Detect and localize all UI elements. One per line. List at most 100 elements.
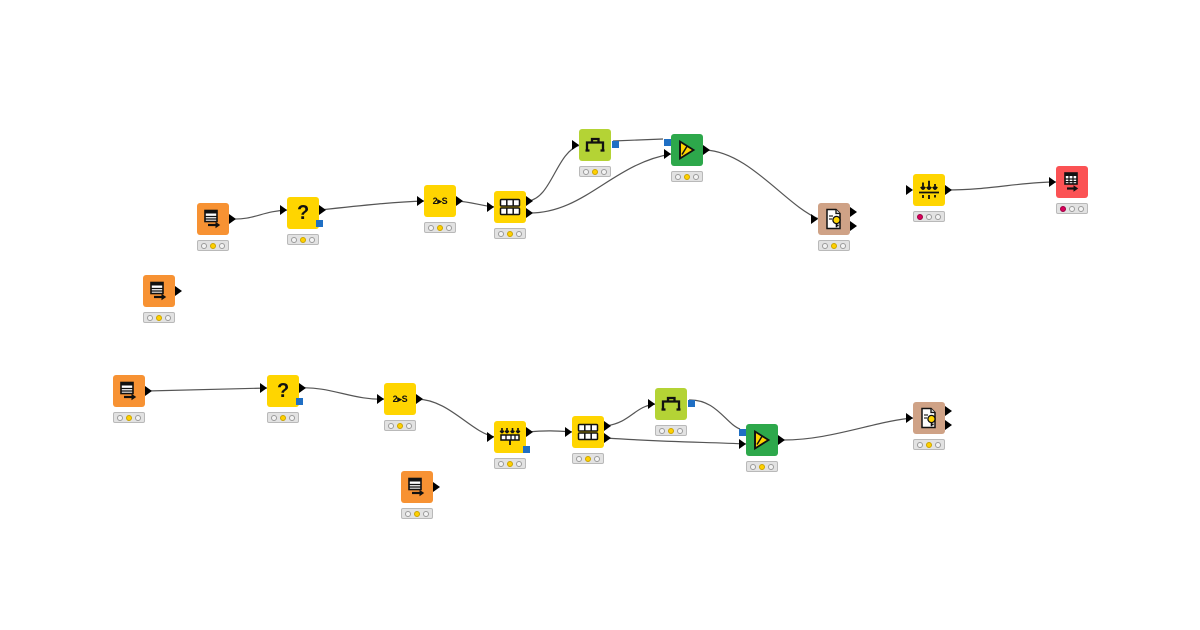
document-key-node-output-port-1[interactable]: [850, 207, 857, 217]
table-source-icon: [118, 380, 140, 402]
table-source-icon: [202, 208, 224, 230]
table-grid-node-lower-body[interactable]: [572, 416, 604, 448]
number-to-string-node-lower-input-port-1[interactable]: [377, 394, 384, 404]
table-grid-node-output-port-1[interactable]: [526, 196, 533, 206]
number-to-string-node-input-port-1[interactable]: [417, 196, 424, 206]
partition-node-body[interactable]: [579, 129, 611, 161]
joiner-node-led-executed: [516, 460, 523, 467]
document-key-node-lower-input-port-1[interactable]: [906, 413, 913, 423]
joiner-icon: [499, 427, 521, 447]
edge-n15-n17[interactable]: [605, 437, 748, 445]
partition-node-lower-input-port-1[interactable]: [648, 399, 655, 409]
edge-n12-n13[interactable]: [299, 387, 386, 400]
joiner-node-body[interactable]: [494, 421, 526, 453]
document-key-icon: [824, 208, 844, 230]
predictor-node-lower-status-indicator: [746, 461, 778, 472]
question-node-label: ?: [297, 202, 309, 224]
document-key-node-body[interactable]: [818, 203, 850, 235]
number-to-string-node-body[interactable]: 2▸S: [424, 185, 456, 217]
number-to-string-node-output-port-1[interactable]: [456, 196, 463, 206]
table-source-icon: [406, 476, 428, 498]
partition-node-lower-model-port-1[interactable]: [688, 400, 695, 407]
table-source-icon: [148, 280, 170, 302]
table-source-node-lower-output-port-1[interactable]: [145, 386, 152, 396]
joiner-node-output-port-1[interactable]: [526, 427, 533, 437]
table-grid-node-lower-output-port-2[interactable]: [604, 433, 611, 443]
normalizer-node-body[interactable]: [913, 174, 945, 206]
orphan-table-source-node-body[interactable]: [143, 275, 175, 307]
edge-n4-n6[interactable]: [527, 153, 672, 214]
predictor-node-lower-input-port-1[interactable]: [739, 439, 746, 449]
edge-n6-n7[interactable]: [704, 149, 820, 220]
table-grid-node-status-indicator: [494, 228, 526, 239]
question-node-lower-body[interactable]: ?: [267, 375, 299, 407]
table-grid-node-output-port-2[interactable]: [526, 208, 533, 218]
joiner-node-input-port-1[interactable]: [487, 432, 494, 442]
table-grid-node-led-configured: [506, 230, 513, 237]
document-key-node-lower-led-executed: [935, 441, 942, 448]
table-writer-node-input-port-1[interactable]: [1049, 177, 1056, 187]
normalizer-node-output-port-1[interactable]: [945, 185, 952, 195]
document-key-node-lower-status-indicator: [913, 439, 945, 450]
table-source-node-lower-led-configured: [125, 414, 132, 421]
orphan-table-source-node-lower-led-executed: [423, 510, 430, 517]
document-key-node-output-port-2[interactable]: [850, 221, 857, 231]
orphan-table-source-node-lower-body[interactable]: [401, 471, 433, 503]
predictor-node-led-idle: [674, 173, 681, 180]
predictor-node-lower-model-port-1[interactable]: [739, 429, 746, 436]
question-node-output-port-1[interactable]: [319, 205, 326, 215]
normalizer-node-status-indicator: [913, 211, 945, 222]
table-source-node-lower-body[interactable]: [113, 375, 145, 407]
table-grid-node-input-port-1[interactable]: [487, 202, 494, 212]
partition-node-lower-body[interactable]: [655, 388, 687, 420]
edge-n4-n5[interactable]: [527, 144, 581, 202]
joiner-node-led-idle: [497, 460, 504, 467]
edge-n17-n18[interactable]: [779, 417, 915, 441]
edge-n11-n12[interactable]: [146, 387, 269, 392]
predictor-node-lower-body[interactable]: [746, 424, 778, 456]
normalizer-node-input-port-1[interactable]: [906, 185, 913, 195]
question-node-model-port-1[interactable]: [316, 220, 323, 227]
predictor-play-icon: [676, 139, 698, 161]
number-to-string-node-lower-output-port-1[interactable]: [416, 394, 423, 404]
number-to-string-node-lower-led-configured: [396, 422, 403, 429]
partition-node-input-port-1[interactable]: [572, 140, 579, 150]
document-key-node-input-port-1[interactable]: [811, 214, 818, 224]
predictor-node-lower-output-port-1[interactable]: [778, 435, 785, 445]
table-grid-node-lower-input-port-1[interactable]: [565, 427, 572, 437]
number-to-string-node-lower-body[interactable]: 2▸S: [384, 383, 416, 415]
orphan-table-source-node-lower-output-port-1[interactable]: [433, 482, 440, 492]
edge-n13-n14[interactable]: [416, 398, 496, 438]
predictor-node-model-port-1[interactable]: [664, 139, 671, 146]
edge-n8-n9[interactable]: [946, 181, 1057, 191]
table-source-node-output-port-1[interactable]: [229, 214, 236, 224]
edge-n16-n17[interactable]: [688, 399, 741, 430]
question-node-lower-output-port-1[interactable]: [299, 383, 306, 393]
partition-node-model-port-1[interactable]: [612, 141, 619, 148]
document-key-node-led-executed: [840, 242, 847, 249]
edge-n5-n6[interactable]: [612, 138, 664, 142]
table-writer-node-body[interactable]: [1056, 166, 1088, 198]
orphan-table-source-node-output-port-1[interactable]: [175, 286, 182, 296]
document-key-node-lower-output-port-2[interactable]: [945, 420, 952, 430]
predictor-node-output-port-1[interactable]: [703, 145, 710, 155]
question-node-lower-input-port-1[interactable]: [260, 383, 267, 393]
table-grid-node-body[interactable]: [494, 191, 526, 223]
question-node-body[interactable]: ?: [287, 197, 319, 229]
table-source-node-lower-led-executed: [135, 414, 142, 421]
table-writer-node-led-executed: [1078, 205, 1085, 212]
partition-node-lower-led-configured: [667, 427, 674, 434]
question-node-lower-model-port-1[interactable]: [296, 398, 303, 405]
document-key-node-lower-body[interactable]: [913, 402, 945, 434]
edge-n2-n3[interactable]: [319, 200, 426, 211]
predictor-node-input-port-1[interactable]: [664, 149, 671, 159]
table-grid-node-lower-output-port-1[interactable]: [604, 421, 611, 431]
question-node-input-port-1[interactable]: [280, 205, 287, 215]
partition-icon: [584, 135, 606, 155]
predictor-node-body[interactable]: [671, 134, 703, 166]
document-key-node-lower-output-port-1[interactable]: [945, 406, 952, 416]
table-grid-node-lower-status-indicator: [572, 453, 604, 464]
table-source-node-body[interactable]: [197, 203, 229, 235]
joiner-node-model-port-1[interactable]: [523, 446, 530, 453]
